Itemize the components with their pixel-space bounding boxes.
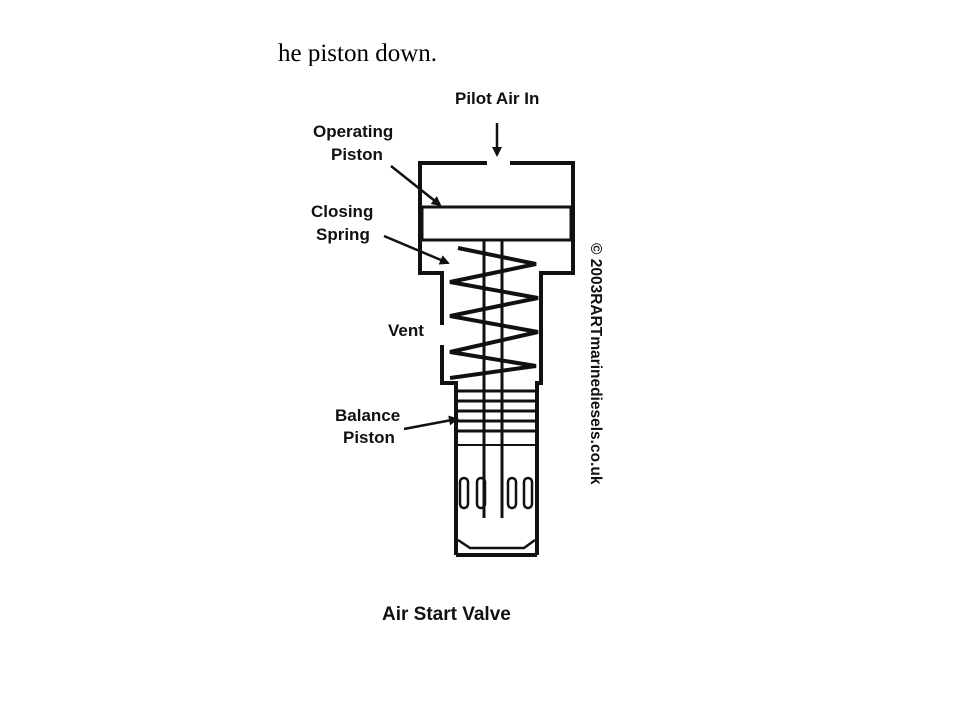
balance-piston-leader: [403, 415, 459, 431]
balance-piston: [456, 389, 537, 446]
label-closing-spring-line1: Closing: [311, 202, 373, 221]
valve-body: [418, 161, 575, 557]
valve-spindle: [482, 240, 504, 518]
label-pilot-air-in: Pilot Air In: [455, 89, 539, 108]
valve-skirt-ports: [457, 476, 536, 550]
label-balance-piston-line2: Piston: [343, 428, 395, 447]
label-operating-piston-line1: Operating: [313, 122, 393, 141]
label-balance-piston-line1: Balance: [335, 406, 400, 425]
diagram-caption: Air Start Valve: [382, 604, 511, 625]
label-closing-spring-line2: Spring: [316, 225, 370, 244]
closing-spring: [449, 246, 539, 380]
label-vent: Vent: [388, 321, 424, 340]
operating-piston-leader: [390, 165, 442, 207]
label-operating-piston-line2: Piston: [331, 145, 383, 164]
copyright-notice: © 2003RARTmarinediesels.co.uk: [587, 243, 604, 485]
cut-off-text-line: he piston down.: [278, 34, 578, 66]
operating-piston: [420, 205, 573, 242]
cut-off-text: he piston down.: [278, 40, 438, 66]
closing-spring-leader: [383, 234, 450, 265]
